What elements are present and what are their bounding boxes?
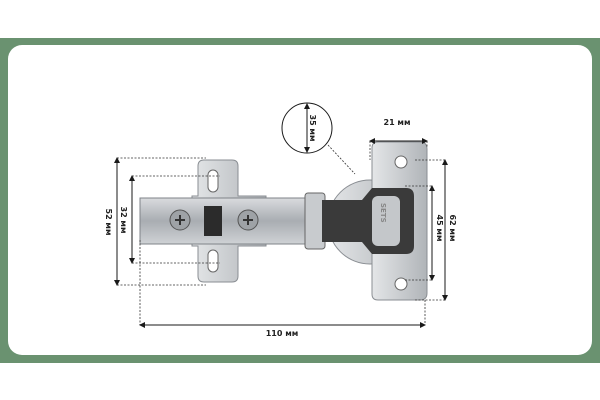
dim-label-110: 110 мм: [266, 329, 299, 338]
dim-label-62: 62 мм: [448, 215, 457, 242]
dim-label-21: 21 мм: [384, 118, 411, 127]
extension-lines: [117, 141, 445, 325]
screw-hole: [394, 155, 408, 169]
brand-logo: SETS: [379, 203, 387, 223]
dim-label-45: 45 мм: [435, 215, 444, 242]
hinge-image: SETS: [139, 141, 428, 301]
dim-label-32: 32 мм: [119, 207, 128, 234]
dim-label-35: 35 мм: [308, 115, 317, 142]
dim-label-52: 52 мм: [104, 209, 113, 236]
screw-hole: [394, 277, 408, 291]
dimension-lines: [114, 102, 448, 328]
hinge-arm: [139, 197, 321, 245]
